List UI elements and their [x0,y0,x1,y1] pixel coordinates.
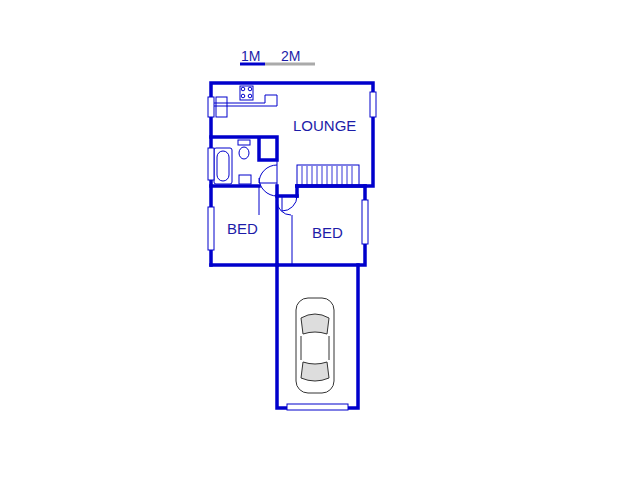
room-label: BED [312,225,343,240]
doors [259,165,297,215]
thin-lines [211,86,359,410]
walls [211,83,373,408]
windows [208,92,376,250]
car-symbol [296,298,334,393]
stair-treads [302,166,352,185]
scale-label: 1M [241,49,260,63]
room-label: BED [227,221,258,236]
room-label: LOUNGE [293,118,356,133]
scale-label: 2M [281,49,300,63]
